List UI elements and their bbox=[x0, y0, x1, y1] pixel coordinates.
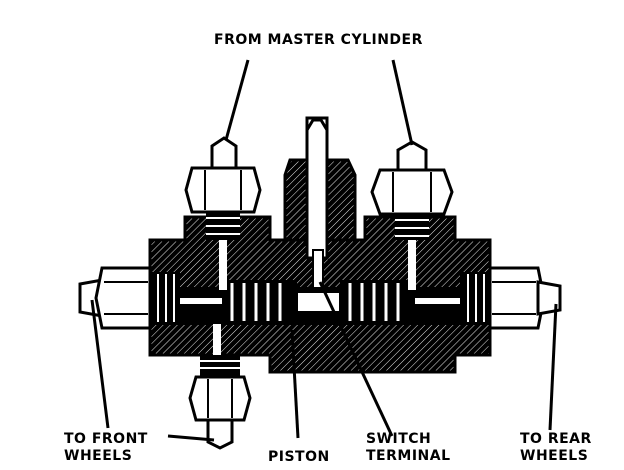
inlet-fitting-left bbox=[184, 136, 262, 290]
label-to-rear-wheels-line2: WHEELS bbox=[520, 448, 589, 464]
switch-terminal bbox=[283, 116, 357, 289]
label-to-front-wheels-line1: TO FRONT bbox=[64, 431, 148, 447]
label-switch-terminal-line2: TERMINAL bbox=[366, 448, 451, 464]
leader-lines bbox=[90, 59, 558, 442]
label-to-front-wheels-line2: WHEELS bbox=[64, 448, 133, 464]
label-switch-terminal: SWITCH TERMINAL bbox=[366, 431, 451, 465]
piston bbox=[222, 280, 415, 324]
label-to-rear-wheels-line1: TO REAR bbox=[520, 431, 592, 447]
label-piston-text: PISTON bbox=[268, 449, 330, 465]
label-from-master-cylinder: FROM MASTER CYLINDER bbox=[214, 32, 423, 49]
outlet-fitting-left bbox=[78, 266, 180, 330]
leader-from-master-left bbox=[224, 59, 250, 141]
label-piston: PISTON bbox=[268, 449, 330, 466]
leader-switch-terminal bbox=[318, 281, 394, 437]
inlet-fitting-right bbox=[370, 140, 454, 290]
leader-piston bbox=[290, 329, 300, 439]
label-to-rear-wheels: TO REAR WHEELS bbox=[520, 431, 592, 465]
leader-to-front-bottom bbox=[167, 434, 215, 442]
outlet-fitting-right bbox=[460, 266, 562, 330]
label-to-front-wheels: TO FRONT WHEELS bbox=[64, 431, 148, 465]
label-from-master-cylinder-text: FROM MASTER CYLINDER bbox=[214, 32, 423, 48]
leader-to-rear bbox=[548, 303, 558, 431]
leader-from-master-right bbox=[391, 59, 414, 146]
leader-to-front-left bbox=[90, 299, 110, 429]
label-switch-terminal-line1: SWITCH bbox=[366, 431, 432, 447]
